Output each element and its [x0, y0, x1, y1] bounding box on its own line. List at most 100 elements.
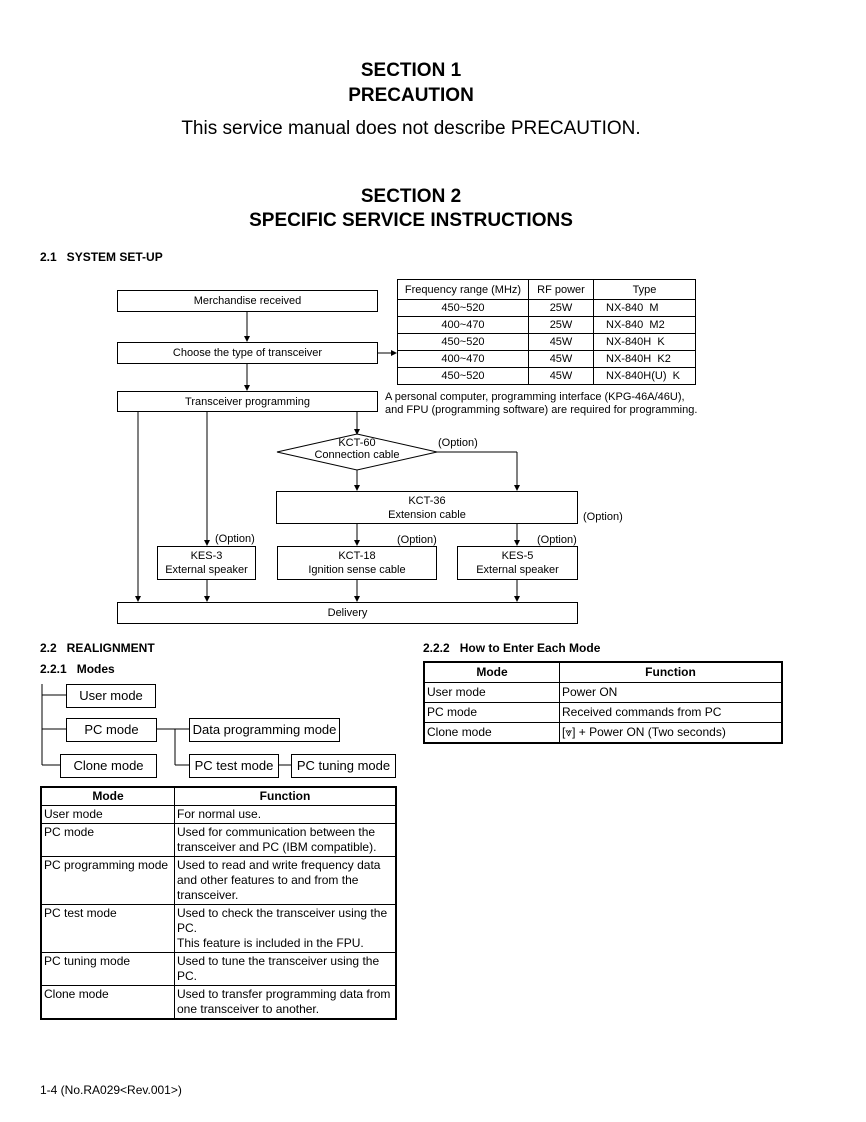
- section1-text: This service manual does not describe PR…: [181, 118, 641, 139]
- kes5-model: KES-5: [501, 550, 534, 562]
- programming-note-line-2: and FPU (programming software) are requi…: [385, 404, 698, 416]
- programming-label: Transceiver programming: [185, 395, 310, 408]
- kct60-model: KCT-60: [338, 437, 376, 449]
- pc-test-mode-box: PC test mode: [189, 754, 279, 778]
- setup-heading: 2.1 SYSTEM SET-UP: [40, 250, 163, 264]
- table-cell: 450~520: [397, 333, 529, 351]
- section2-title: SPECIFIC SERVICE INSTRUCTIONS: [249, 210, 573, 231]
- kes3-option: (Option): [215, 533, 255, 545]
- choose-label: Choose the type of transceiver: [172, 347, 323, 359]
- page-footer: 1-4 (No.RA029<Rev.001>): [40, 1083, 182, 1097]
- table-cell: Clone mode: [40, 985, 175, 1020]
- kct18-option: (Option): [397, 534, 437, 546]
- table-cell: 45W: [528, 333, 594, 351]
- table-cell: Used to read and write frequency data an…: [174, 856, 397, 905]
- programming-note-line-1: A personal computer, programming interfa…: [385, 391, 685, 403]
- table-cell: 45W: [528, 367, 594, 385]
- table-row: Clone mode[⩔] + Power ON (Two seconds): [423, 722, 783, 744]
- table-header-row: Frequency range (MHz) RF power Type: [397, 279, 696, 300]
- delivery-box: Delivery: [117, 602, 578, 624]
- kes3-model: KES-3: [190, 550, 223, 562]
- table-cell: User mode: [423, 682, 560, 703]
- header-function: Function: [174, 786, 397, 806]
- kct60-diamond-label: KCT-60 Connection cable: [277, 437, 437, 461]
- kes5-desc: External speaker: [476, 564, 559, 576]
- table-cell: [⩔] + Power ON (Two seconds): [559, 722, 783, 744]
- table-cell: User mode: [40, 805, 175, 824]
- table-cell: Clone mode: [423, 722, 560, 744]
- table-cell: Used to check the transceiver using the …: [174, 904, 397, 953]
- kes5-box: KES-5 External speaker: [457, 546, 578, 580]
- table-cell: For normal use.: [174, 805, 397, 824]
- kes3-box: KES-3 External speaker: [157, 546, 256, 580]
- table-cell: NX-840H(U) K: [593, 367, 696, 385]
- table-cell: NX-840 M: [593, 299, 696, 317]
- header-type: Type: [593, 279, 696, 300]
- kct60-option: (Option): [438, 437, 478, 449]
- kct36-model: KCT-36: [408, 494, 446, 507]
- section2-heading: SECTION 2: [360, 186, 462, 207]
- enter-mode-heading: 2.2.2 How to Enter Each Mode: [423, 641, 601, 655]
- programming-note: A personal computer, programming interfa…: [385, 391, 697, 417]
- delivery-label: Delivery: [327, 607, 368, 619]
- section1-title: PRECAUTION: [348, 85, 474, 106]
- section1-heading: SECTION 1: [360, 60, 462, 81]
- kct18-box: KCT-18 Ignition sense cable: [277, 546, 437, 580]
- table-cell: 25W: [528, 299, 594, 317]
- table-cell: Power ON: [559, 682, 783, 703]
- pc-mode-box: PC mode: [66, 718, 157, 742]
- table-cell: 45W: [528, 350, 594, 368]
- modes-heading: 2.2.1 Modes: [40, 662, 115, 676]
- pc-tuning-mode-box: PC tuning mode: [291, 754, 396, 778]
- table-cell: PC programming mode: [40, 856, 175, 905]
- table-cell: PC tuning mode: [40, 952, 175, 986]
- merchandise-label: Merchandise received: [193, 295, 302, 307]
- kct18-desc: Ignition sense cable: [308, 564, 406, 576]
- table-cell: Used to transfer programming data from o…: [174, 985, 397, 1020]
- table-header-row: Mode Function: [40, 786, 397, 806]
- kes5-option: (Option): [537, 534, 577, 546]
- table-cell: Used to tune the transceiver using the P…: [174, 952, 397, 986]
- kct36-desc: Extension cable: [388, 508, 466, 521]
- header-mode: Mode: [423, 661, 560, 683]
- header-frequency: Frequency range (MHz): [397, 279, 529, 300]
- table-header-row: Mode Function: [423, 661, 783, 683]
- table-cell: Received commands from PC: [559, 702, 783, 723]
- table-cell: 25W: [528, 316, 594, 334]
- kct36-option: (Option): [583, 511, 623, 523]
- table-cell: 450~520: [397, 367, 529, 385]
- table-cell: NX-840H K2: [593, 350, 696, 368]
- kct36-box: KCT-36 Extension cable: [276, 491, 578, 524]
- kct18-model: KCT-18: [338, 550, 376, 562]
- table-cell: 400~470: [397, 316, 529, 334]
- table-cell: PC mode: [40, 823, 175, 857]
- user-mode-box: User mode: [66, 684, 156, 708]
- kct60-desc: Connection cable: [314, 449, 400, 461]
- kes3-desc: External speaker: [165, 564, 248, 576]
- frequency-table: Frequency range (MHz) RF power Type 450~…: [397, 279, 696, 385]
- table-cell: PC mode: [423, 702, 560, 723]
- choose-transceiver-box: Choose the type of transceiver: [117, 342, 378, 364]
- merchandise-received-box: Merchandise received: [117, 290, 378, 312]
- header-rf-power: RF power: [528, 279, 594, 300]
- clone-mode-box: Clone mode: [60, 754, 157, 778]
- table-cell: 450~520: [397, 299, 529, 317]
- table-cell: PC test mode: [40, 904, 175, 953]
- realignment-heading: 2.2 REALIGNMENT: [40, 641, 155, 655]
- transceiver-programming-box: Transceiver programming: [117, 391, 378, 412]
